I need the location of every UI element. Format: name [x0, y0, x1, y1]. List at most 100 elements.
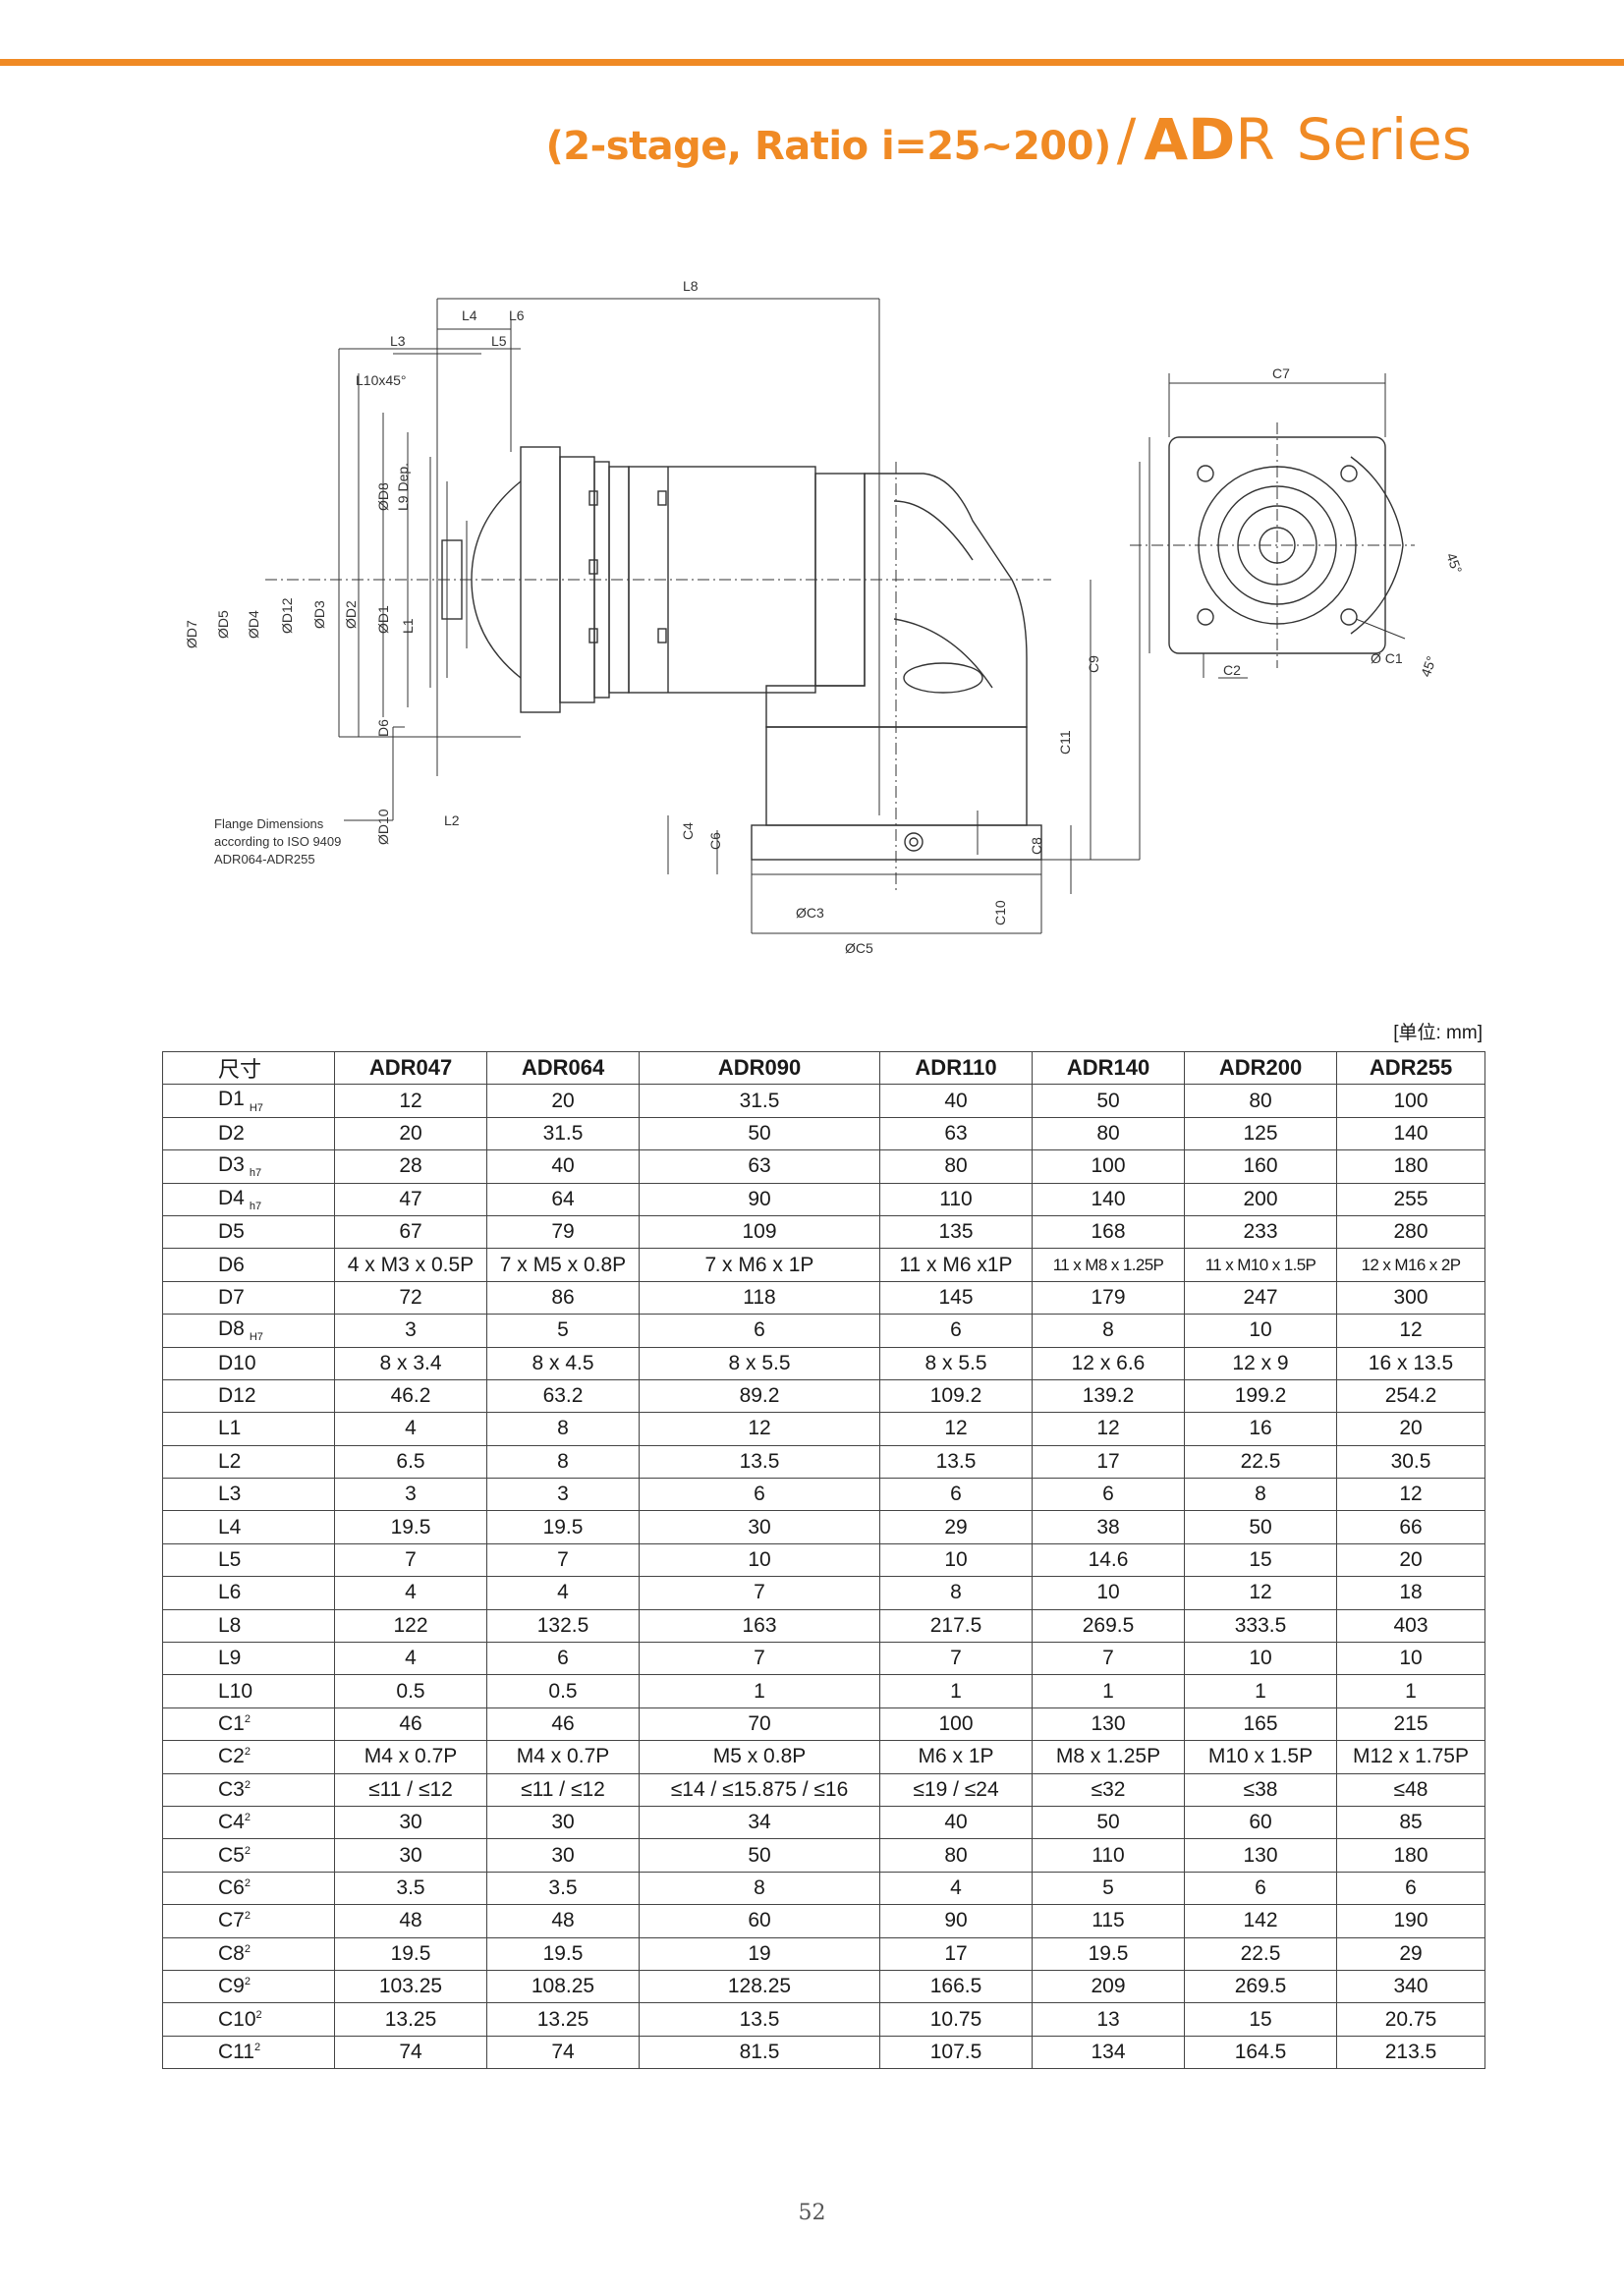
table-cell: 19.5 — [1032, 1936, 1185, 1971]
row-label-name: C7 — [218, 1909, 245, 1932]
table-cell: 17 — [1032, 1444, 1185, 1480]
table-cell: 12 x M16 x 2P — [1336, 1248, 1485, 1282]
table-cell: 50 — [639, 1838, 880, 1873]
row-label: C62 — [162, 1871, 335, 1906]
table-cell: 13.25 — [486, 2002, 640, 2037]
table-cell: 135 — [879, 1214, 1033, 1250]
table-cell: 13 — [1032, 2002, 1185, 2037]
table-cell: 247 — [1184, 1280, 1337, 1315]
table-cell: 6 — [486, 1642, 640, 1676]
table-cell: 200 — [1184, 1182, 1337, 1216]
table-cell: ≤11 / ≤12 — [486, 1772, 640, 1807]
table-cell: 50 — [1032, 1805, 1185, 1840]
table-cell: 7 — [334, 1542, 487, 1578]
dim-L3: L3 — [390, 333, 406, 349]
table-cell: 17 — [879, 1936, 1033, 1971]
table-cell: M5 x 0.8P — [639, 1740, 880, 1774]
title-series-word: Series — [1296, 106, 1472, 173]
table-cell: ≤48 — [1336, 1772, 1485, 1807]
table-cell: 180 — [1336, 1838, 1485, 1873]
table-cell: 139.2 — [1032, 1378, 1185, 1414]
title-slash: / — [1116, 106, 1137, 173]
dim-L1: L1 — [400, 618, 416, 634]
table-cell: 179 — [1032, 1280, 1185, 1315]
table-cell: 81.5 — [639, 2035, 880, 2070]
row-label-name: D3 — [218, 1153, 245, 1177]
table-cell: 190 — [1336, 1904, 1485, 1938]
table-cell: 7 x M6 x 1P — [639, 1248, 880, 1282]
table-cell: 163 — [639, 1608, 880, 1644]
dim-C9: C9 — [1086, 655, 1101, 673]
table-cell: 12 — [639, 1412, 880, 1446]
table-cell: 46 — [334, 1707, 487, 1742]
row-label: L3 — [162, 1478, 335, 1512]
table-cell: 110 — [879, 1182, 1033, 1216]
dim-D3: ØD3 — [311, 600, 327, 629]
table-cell: 22.5 — [1184, 1936, 1337, 1971]
table-cell: 20 — [1336, 1412, 1485, 1446]
table-cell: 12 — [334, 1084, 487, 1118]
table-cell: 13.5 — [639, 2002, 880, 2037]
table-cell: 10 — [1184, 1642, 1337, 1676]
table-cell: 0.5 — [486, 1674, 640, 1708]
row-label-name: D10 — [218, 1351, 256, 1374]
header-cell: ADR200 — [1184, 1050, 1337, 1086]
table-cell: 4 — [334, 1642, 487, 1676]
table-cell: 19 — [639, 1936, 880, 1971]
table-cell: 217.5 — [879, 1608, 1033, 1644]
row-label: D10 — [162, 1346, 335, 1380]
table-cell: 50 — [1184, 1510, 1337, 1544]
table-cell: 12 — [1184, 1576, 1337, 1610]
table-cell: 107.5 — [879, 2035, 1033, 2070]
table-cell: 209 — [1032, 1969, 1185, 2004]
table-cell: 333.5 — [1184, 1608, 1337, 1644]
table-cell: 1 — [1336, 1674, 1485, 1708]
dim-D2: ØD2 — [343, 600, 359, 629]
table-cell: 145 — [879, 1280, 1033, 1315]
row-label-footnote: 2 — [255, 2008, 262, 2021]
table-cell: 180 — [1336, 1149, 1485, 1184]
dim-C10: C10 — [992, 900, 1008, 925]
page-number: 52 — [798, 2201, 826, 2225]
row-label: L9 — [162, 1642, 335, 1676]
dim-C1: Ø C1 — [1371, 650, 1403, 666]
row-label: C32 — [162, 1772, 335, 1807]
table-cell: 72 — [334, 1280, 487, 1315]
table-cell: 28 — [334, 1149, 487, 1184]
table-cell: 100 — [1032, 1149, 1185, 1184]
row-label-name: C5 — [218, 1843, 245, 1867]
row-label-name: D6 — [218, 1253, 245, 1276]
table-cell: 7 — [486, 1542, 640, 1578]
table-cell: 6 — [879, 1478, 1033, 1512]
table-cell: 85 — [1336, 1805, 1485, 1840]
table-cell: 19.5 — [334, 1936, 487, 1971]
table-cell: 254.2 — [1336, 1378, 1485, 1414]
table-cell: 67 — [334, 1214, 487, 1250]
table-cell: 10 — [1184, 1314, 1337, 1348]
table-cell: 19.5 — [334, 1510, 487, 1544]
table-cell: 8 — [486, 1412, 640, 1446]
header-cell: ADR140 — [1032, 1050, 1185, 1086]
table-cell: 11 x M8 x 1.25P — [1032, 1248, 1185, 1282]
table-cell: 8 x 5.5 — [639, 1346, 880, 1380]
table-cell: 12 — [1336, 1478, 1485, 1512]
row-label: L6 — [162, 1576, 335, 1610]
table-cell: 6 — [1032, 1478, 1185, 1512]
row-label-footnote: 2 — [244, 1910, 251, 1923]
table-cell: 80 — [879, 1149, 1033, 1184]
table-cell: 3.5 — [334, 1871, 487, 1906]
dim-angle-top: 45° — [1443, 551, 1465, 576]
dim-L6: L6 — [509, 308, 525, 323]
dim-L2: L2 — [444, 812, 460, 828]
